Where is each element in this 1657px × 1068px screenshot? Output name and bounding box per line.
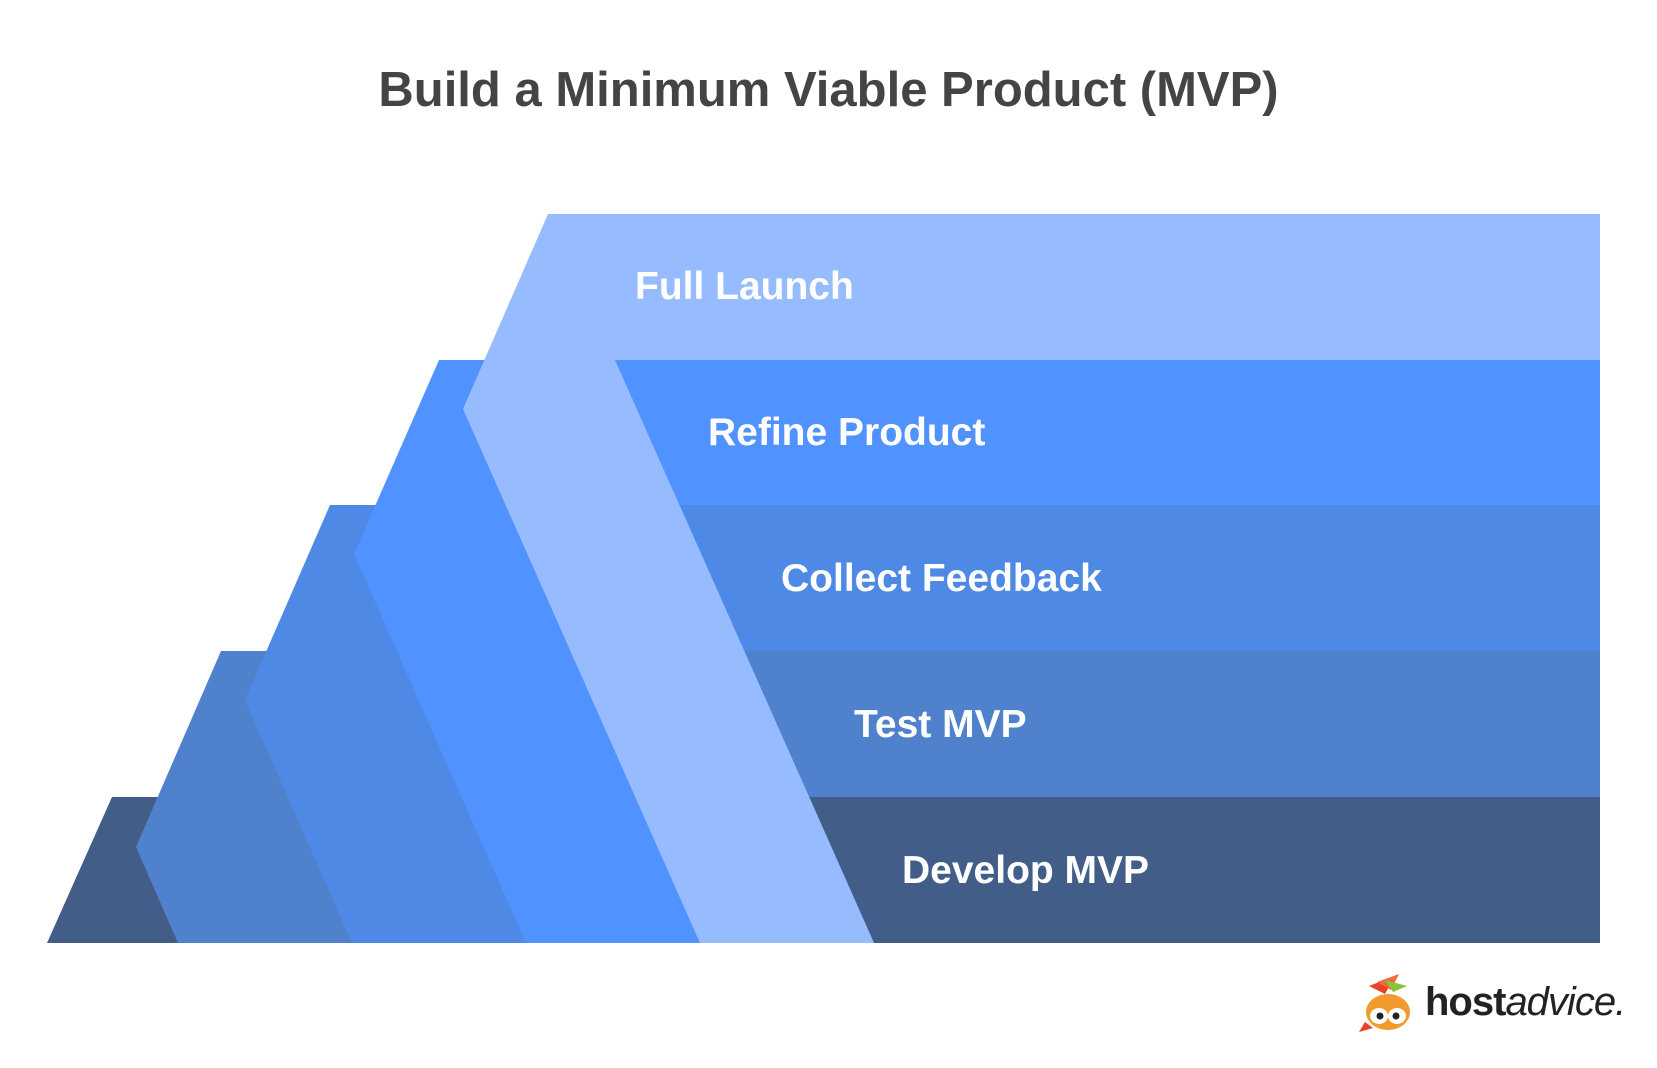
step-label-refine-product: Refine Product	[708, 411, 986, 454]
step-label-full-launch: Full Launch	[635, 265, 854, 308]
logo-text-advice: advice.	[1505, 980, 1626, 1024]
logo-text-host: host	[1425, 980, 1506, 1024]
hostadvice-logo: hostadvice.	[1355, 970, 1626, 1040]
band-full-launch	[463, 214, 1600, 943]
diagram-title: Build a Minimum Viable Product (MVP)	[378, 63, 1279, 117]
fox-mascot-icon	[1359, 974, 1410, 1032]
step-label-develop-mvp: Develop MVP	[902, 849, 1150, 892]
step-label-collect-feedback: Collect Feedback	[781, 557, 1102, 600]
step-label-test-mvp: Test MVP	[854, 703, 1027, 746]
